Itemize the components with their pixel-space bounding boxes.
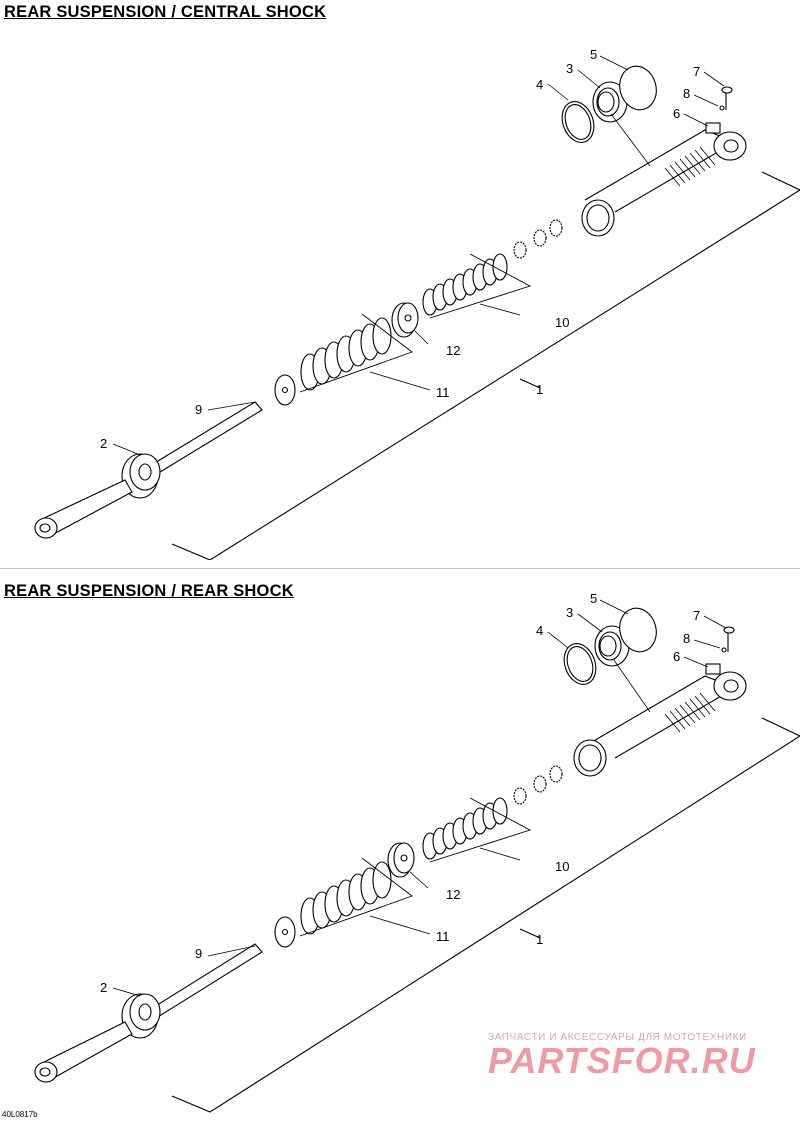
callout-10: 10 <box>555 315 569 330</box>
o-ring-4 <box>561 101 595 143</box>
o-ring-4 <box>563 643 597 685</box>
bottom-eye <box>34 517 58 539</box>
callout-4: 4 <box>536 623 543 638</box>
leader-4 <box>547 83 569 101</box>
leader-11 <box>369 371 431 391</box>
shim-stack-11 <box>300 861 392 935</box>
body-threads <box>664 692 716 733</box>
callout-8: 8 <box>683 86 690 101</box>
exploded-view-rear-shock: 1 2 3 4 5 6 7 8 9 10 12 11 <box>34 591 800 1113</box>
valve-6 <box>705 122 721 134</box>
leader-11 <box>369 915 431 935</box>
callout-9: 9 <box>195 946 202 961</box>
callout-12: 12 <box>446 887 460 902</box>
leader-10 <box>479 303 521 316</box>
callout-9: 9 <box>195 402 202 417</box>
shock-body <box>584 129 737 213</box>
body-threads <box>664 146 716 187</box>
watermark-tagline: ЗАПЧАСТИ И АКСЕССУАРЫ ДЛЯ МОТОТЕХНИКИ <box>488 1032 747 1043</box>
leader-7 <box>703 71 725 87</box>
callout-4: 4 <box>536 77 543 92</box>
drawing-code: 40L0817b <box>2 1110 38 1119</box>
shim-stack-11 <box>300 317 392 391</box>
leader-5 <box>599 599 629 615</box>
callout-8: 8 <box>683 631 690 646</box>
leader-12 <box>413 329 429 345</box>
callout-5: 5 <box>590 591 597 606</box>
callout-2: 2 <box>100 980 107 995</box>
top-eye <box>713 131 747 161</box>
disc-5 <box>619 65 657 111</box>
leader-4 <box>547 631 569 649</box>
leader-2 <box>112 443 141 456</box>
leader-6 <box>683 656 709 668</box>
leader-10 <box>479 847 521 861</box>
watermark-logo: PARTSFOR.RU <box>488 1040 756 1081</box>
callout-1: 1 <box>536 382 543 397</box>
callout-7: 7 <box>693 608 700 623</box>
bottom-eye <box>34 1061 58 1083</box>
washer-8 <box>719 105 725 111</box>
leader-9 <box>207 945 256 957</box>
shim-stack-10 <box>422 253 508 316</box>
washer-8 <box>721 647 727 653</box>
leader-8 <box>693 94 719 107</box>
shim-washer <box>549 219 563 237</box>
leader-1b <box>610 113 651 167</box>
leader-12 <box>409 871 429 889</box>
callout-10: 10 <box>555 859 569 874</box>
callout-12: 12 <box>446 343 460 358</box>
leader-1b <box>613 659 651 713</box>
screw-7 <box>721 86 733 94</box>
shim-stack-10 <box>422 797 508 860</box>
assembly-bracket-1 <box>171 171 800 560</box>
leader-2 <box>112 987 141 997</box>
leader-7 <box>703 615 727 629</box>
callout-6: 6 <box>673 649 680 664</box>
assembly-bracket-1 <box>171 717 800 1113</box>
top-eye <box>713 671 747 701</box>
leader-3 <box>577 69 601 89</box>
callout-11: 11 <box>436 385 450 400</box>
leader-6 <box>683 113 709 127</box>
callout-5: 5 <box>590 47 597 62</box>
callout-3: 3 <box>566 605 573 620</box>
leader-5 <box>599 55 629 71</box>
exploded-view-central-shock: 1 2 3 4 5 6 7 8 9 10 12 11 <box>34 47 800 560</box>
stop-washer <box>274 916 296 948</box>
leader-9 <box>207 401 256 411</box>
shock-body <box>584 675 737 759</box>
callout-7: 7 <box>693 64 700 79</box>
callout-2: 2 <box>100 436 107 451</box>
shim-washer <box>549 765 563 783</box>
valve-6 <box>705 663 721 675</box>
callout-3: 3 <box>566 61 573 76</box>
callout-6: 6 <box>673 106 680 121</box>
leader-3 <box>577 613 603 633</box>
leader-8 <box>693 639 721 649</box>
callout-11: 11 <box>436 929 450 944</box>
screw-7 <box>723 626 735 634</box>
diagram-title-rear-shock: REAR SUSPENSION / REAR SHOCK <box>4 582 294 600</box>
stop-washer <box>274 374 296 406</box>
disc-5 <box>619 607 657 653</box>
diagram-title-central-shock: REAR SUSPENSION / CENTRAL SHOCK <box>4 3 327 21</box>
callout-1: 1 <box>536 932 543 947</box>
section-divider <box>0 568 800 569</box>
